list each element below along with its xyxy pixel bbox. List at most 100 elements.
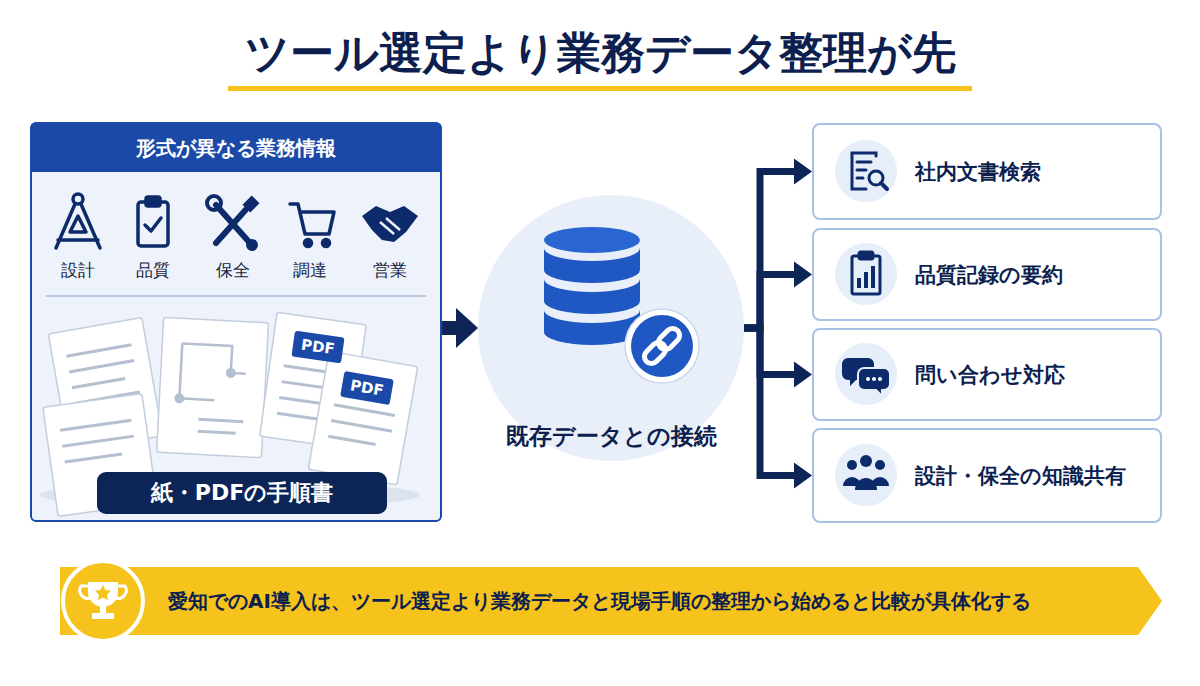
- database-icon: [544, 227, 640, 345]
- handshake-icon-part: [380, 222, 394, 234]
- compass-icon-part: [73, 194, 83, 204]
- trophy-badge-part: [63, 561, 143, 641]
- arrow-head: [794, 463, 812, 489]
- use-case-box: 品質記録の要約: [812, 228, 1162, 321]
- report-icon-part: [871, 266, 875, 288]
- report-icon-part: [859, 252, 873, 259]
- report-icon-part: [864, 272, 868, 288]
- document-illustration-part-part: [60, 420, 136, 462]
- department-label: 調達: [275, 259, 345, 282]
- report-icon-part: [857, 278, 861, 288]
- document-illustration-part-part: [226, 368, 237, 379]
- link-badge-part: [641, 325, 682, 366]
- department-label: 品質: [118, 259, 188, 282]
- document-illustration-part: [157, 317, 269, 457]
- document-illustration-part: [48, 318, 162, 453]
- tools-icon-part: [207, 196, 221, 210]
- link-badge-part-part: [656, 325, 683, 352]
- trophy-badge: [63, 561, 143, 641]
- document-illustration: [40, 312, 420, 516]
- trophy-badge-part: [100, 605, 106, 614]
- people-icon-part: [855, 478, 877, 490]
- search-doc-icon-part: [835, 140, 897, 202]
- compass-icon-part: [56, 204, 100, 248]
- arrow-head: [794, 362, 812, 388]
- tools-icon: [207, 196, 259, 250]
- compass-icon: [56, 194, 100, 248]
- document-illustration-part-part: [48, 318, 162, 453]
- document-illustration-part: [308, 351, 417, 485]
- document-illustration-part-part: [179, 343, 247, 401]
- flow-arrow: [442, 308, 478, 348]
- cart-icon-part: [290, 204, 334, 234]
- chat-icon-part: [835, 343, 897, 405]
- cart-icon: [290, 204, 334, 247]
- title-underline-part: [228, 86, 972, 91]
- chat-icon-part: [878, 377, 882, 381]
- trophy-badge-part: [95, 585, 111, 600]
- document-illustration-part: [43, 394, 157, 517]
- flow-arrow: [744, 328, 812, 388]
- document-illustration-part-part: [66, 345, 139, 404]
- compass-icon-part: [70, 216, 86, 232]
- tools-icon-part: [247, 240, 257, 250]
- tools-icon-part: [216, 205, 250, 243]
- pdf-text: PDF: [349, 376, 385, 400]
- document-illustration-part: [260, 312, 367, 448]
- document-illustration-part-part: [260, 312, 367, 448]
- tools-icon-part: [216, 205, 250, 243]
- arrow-head: [456, 308, 478, 348]
- database-icon-part: [544, 310, 640, 345]
- link-badge: [625, 309, 699, 383]
- use-case-text: 設計・保全の知識共有: [915, 462, 1126, 490]
- people-icon-part: [847, 460, 857, 470]
- document-illustration-part-part: [277, 366, 345, 422]
- compass-icon-part: [58, 238, 98, 242]
- handshake-icon-part: [362, 206, 418, 242]
- report-icon-part: [835, 243, 897, 305]
- link-badge-part: [631, 315, 693, 377]
- link-badge-part: [625, 309, 699, 383]
- document-illustration-part-part: [328, 405, 395, 447]
- department-label: 営業: [355, 259, 425, 282]
- flow-arrow: [744, 159, 812, 329]
- clipboard-icon-part: [138, 202, 168, 246]
- pdf-tag: PDF: [291, 331, 344, 364]
- flow-arrow: [744, 328, 812, 489]
- search-doc-icon-part: [869, 171, 883, 185]
- clipboard-icon-part: [146, 197, 160, 206]
- conclusion-text: 愛知でのAI導入は、ツール選定より業務データと現場手順の整理から始めると比較が具…: [168, 567, 1138, 635]
- data-hub: 既存データとの接続: [478, 195, 744, 461]
- use-case-box: 問い合わせ対応: [812, 328, 1162, 421]
- people-icon-part: [835, 444, 897, 506]
- tools-icon-part: [243, 196, 259, 212]
- clipboard-icon: [138, 197, 168, 246]
- info-panel: 形式が異なる業務情報PDFPDF紙・PDFの手順書: [30, 122, 442, 522]
- database-icon-part: [544, 248, 640, 283]
- document-illustration-part-part: [308, 351, 417, 485]
- chat-icon-part: [872, 377, 876, 381]
- search-doc-icon-part: [852, 153, 876, 189]
- use-case-text: 社内文書検索: [915, 158, 1041, 186]
- separator-line-part: [46, 295, 426, 297]
- banner-arrow: [60, 567, 1162, 635]
- document-illustration-part-part: [157, 317, 269, 457]
- separator-line: [46, 296, 426, 297]
- handshake-icon: [362, 206, 418, 242]
- report-icon-part: [852, 256, 880, 294]
- document-illustration-part: [40, 481, 420, 509]
- people-icon-part: [875, 460, 885, 470]
- conclusion-banner: 愛知でのAI導入は、ツール選定より業務データと現場手順の整理から始めると比較が具…: [60, 567, 1162, 635]
- use-case-box: 設計・保全の知識共有: [812, 428, 1162, 523]
- search-doc-icon-part: [881, 183, 887, 189]
- report-icon: [835, 243, 897, 305]
- people-icon-part: [843, 477, 861, 486]
- pdf-tag: PDF: [340, 371, 394, 405]
- clipboard-icon-part: [145, 218, 161, 231]
- chat-icon: [835, 343, 897, 405]
- people-icon-part: [871, 477, 889, 486]
- people-icon: [835, 444, 897, 506]
- arrow-shaft: [744, 172, 795, 329]
- hub-text: 既存データとの接続: [468, 421, 754, 452]
